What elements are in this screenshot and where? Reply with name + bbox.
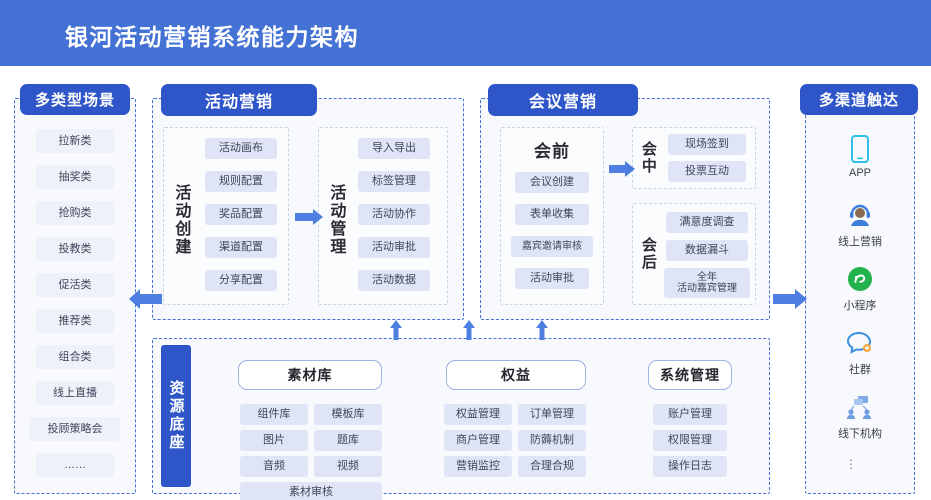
arrow-right-to-channels: [772, 288, 808, 315]
meeting-during-label: 会中: [639, 141, 657, 175]
activity-create-label: 活动创建: [172, 184, 190, 256]
meeting-marketing-title-pill: 会议营销: [488, 84, 638, 116]
benefit-item-4[interactable]: 营销监控: [444, 456, 512, 477]
activity-create-item-4[interactable]: 分享配置: [205, 270, 277, 291]
meeting-before-item-2[interactable]: 嘉宾邀请审核: [511, 236, 593, 257]
arrow-left-to-scenes: [128, 288, 164, 315]
activity-manage-item-1[interactable]: 标签管理: [358, 171, 430, 192]
material-item-2[interactable]: 图片: [240, 430, 308, 451]
scene-item-5[interactable]: 推荐类: [36, 309, 114, 333]
material-item-4[interactable]: 音频: [240, 456, 308, 477]
scene-item-6[interactable]: 组合类: [36, 345, 114, 369]
foundation-card-system-management[interactable]: 系统管理: [648, 360, 732, 390]
activity-create-item-2[interactable]: 奖品配置: [205, 204, 277, 225]
channel-item-app[interactable]: APP: [812, 134, 908, 179]
arrow-before-to-during: [608, 160, 636, 183]
channels-more-dots[interactable]: ⋮: [845, 457, 858, 471]
meeting-before-label: 会前: [534, 141, 570, 161]
benefit-item-1[interactable]: 订单管理: [518, 404, 586, 425]
foundation-card-benefits[interactable]: 权益: [446, 360, 586, 390]
page-header: 银河活动营销系统能力架构: [0, 0, 931, 66]
scene-item-0[interactable]: 拉新类: [36, 129, 114, 153]
meeting-after-item-2[interactable]: 全年 活动嘉宾管理: [664, 268, 750, 298]
meeting-during-item-1[interactable]: 投票互动: [668, 161, 746, 182]
meeting-during-item-0[interactable]: 现场签到: [668, 134, 746, 155]
meeting-before-item-3[interactable]: 活动审批: [515, 268, 589, 289]
meeting-after-item-1[interactable]: 数据漏斗: [666, 240, 748, 261]
scenes-title-pill: 多类型场景: [20, 84, 130, 115]
channel-item-mini-program[interactable]: 小程序: [812, 264, 908, 313]
benefit-item-0[interactable]: 权益管理: [444, 404, 512, 425]
channel-label-offline-org: 线下机构: [838, 428, 882, 440]
activity-create-item-3[interactable]: 渠道配置: [205, 237, 277, 258]
channel-label-community: 社群: [849, 364, 871, 376]
activity-manage-item-0[interactable]: 导入导出: [358, 138, 430, 159]
arrow-up-to-activity: [389, 320, 403, 345]
benefit-item-5[interactable]: 合理合规: [518, 456, 586, 477]
material-item-3[interactable]: 题库: [314, 430, 382, 451]
benefit-item-3[interactable]: 防薅机制: [518, 430, 586, 451]
activity-create-item-0[interactable]: 活动画布: [205, 138, 277, 159]
activity-manage-item-4[interactable]: 活动数据: [358, 270, 430, 291]
meeting-after-label: 会后: [639, 237, 657, 271]
system-item-1[interactable]: 权限管理: [653, 430, 727, 451]
material-item-5[interactable]: 视频: [314, 456, 382, 477]
channel-label-app: APP: [848, 167, 871, 179]
channels-panel: [805, 98, 915, 494]
material-item-6[interactable]: 素材审核: [240, 482, 382, 500]
activity-manage-item-2[interactable]: 活动协作: [358, 204, 430, 225]
channel-label-online-marketing: 线上营销: [838, 236, 882, 248]
scene-item-8[interactable]: 投顾策略会: [30, 417, 120, 441]
scene-item-9[interactable]: ……: [36, 453, 114, 477]
material-item-0[interactable]: 组件库: [240, 404, 308, 425]
meeting-before-item-0[interactable]: 会议创建: [515, 172, 589, 193]
scene-item-4[interactable]: 促活类: [36, 273, 114, 297]
material-item-1[interactable]: 模板库: [314, 404, 382, 425]
scene-item-1[interactable]: 抽奖类: [36, 165, 114, 189]
meeting-after-item-0[interactable]: 满意度调查: [666, 212, 748, 233]
activity-marketing-title-pill: 活动营销: [161, 84, 317, 116]
channel-label-mini-program: 小程序: [843, 300, 877, 312]
channel-item-online-marketing[interactable]: 线上营销: [812, 200, 908, 249]
mini-program-icon: [812, 264, 908, 294]
org-network-icon: [812, 392, 908, 422]
system-item-0[interactable]: 账户管理: [653, 404, 727, 425]
activity-manage-label: 活动管理: [327, 184, 345, 256]
foundation-card-material-library[interactable]: 素材库: [238, 360, 382, 390]
channels-title-pill: 多渠道触达: [800, 84, 918, 115]
chat-bubble-icon: [812, 328, 908, 358]
page-title: 银河活动营销系统能力架构: [65, 24, 359, 50]
arrow-create-to-manage: [294, 208, 324, 231]
benefit-item-2[interactable]: 商户管理: [444, 430, 512, 451]
activity-create-item-1[interactable]: 规则配置: [205, 171, 277, 192]
scene-item-7[interactable]: 线上直播: [36, 381, 114, 405]
scene-item-3[interactable]: 投教类: [36, 237, 114, 261]
activity-manage-item-3[interactable]: 活动审批: [358, 237, 430, 258]
arrow-up-to-meeting-right: [535, 320, 549, 345]
mobile-phone-icon: [812, 134, 908, 164]
system-item-2[interactable]: 操作日志: [653, 456, 727, 477]
channel-item-community[interactable]: 社群: [812, 328, 908, 377]
channel-item-offline-org[interactable]: 线下机构: [812, 392, 908, 441]
headset-agent-icon: [812, 200, 908, 230]
arrow-up-to-meeting-left: [462, 320, 476, 345]
meeting-before-item-1[interactable]: 表单收集: [515, 204, 589, 225]
scene-item-2[interactable]: 抢购类: [36, 201, 114, 225]
foundation-label-bar: 资源底座: [161, 345, 191, 487]
